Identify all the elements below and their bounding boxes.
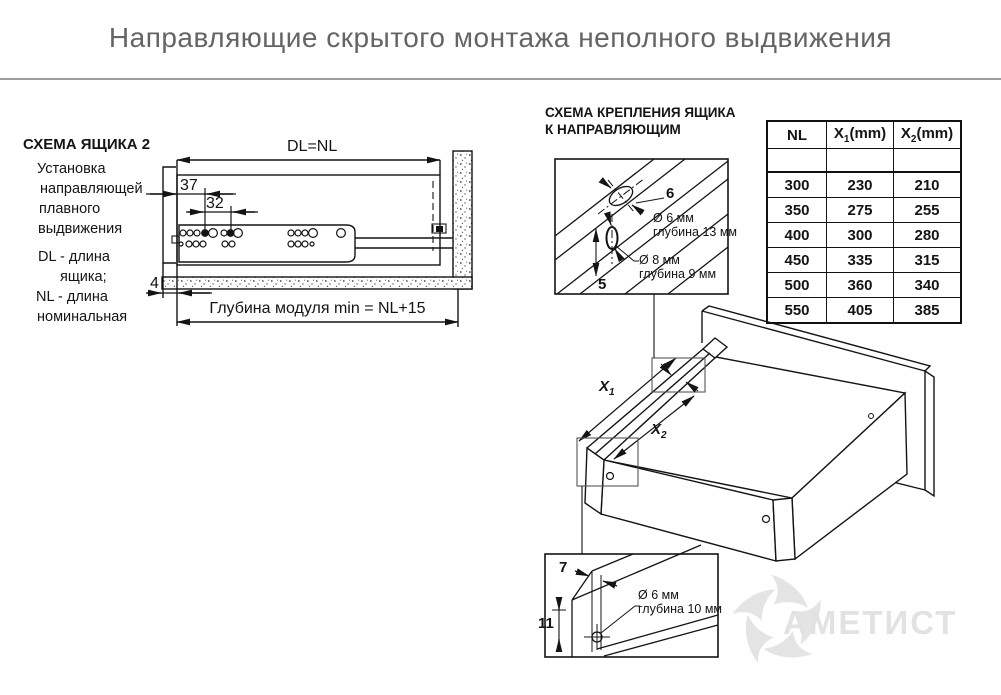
- mounting-heading-line2: К НАПРАВЛЯЮЩИМ: [545, 122, 681, 137]
- mounting-detail-drawing: [554, 158, 729, 358]
- table-cell: [893, 148, 962, 173]
- hole1-diameter-label: Ø 6 мм: [653, 211, 694, 225]
- x2-sub: 2: [661, 430, 667, 441]
- x1-sub: 1: [609, 387, 615, 398]
- table-cell: 280: [893, 222, 962, 248]
- table-cell: 300: [766, 171, 827, 198]
- table-cell: 400: [766, 222, 827, 248]
- dim-32: 32: [206, 195, 224, 212]
- table-row: 500 360 340: [766, 272, 962, 298]
- drawer-3d-drawing: [576, 305, 935, 562]
- left-note-line: плавного: [39, 201, 101, 217]
- mounting-section-heading: СХЕМА КРЕПЛЕНИЯ ЯЩИКА К НАПРАВЛЯЮЩИМ: [545, 104, 735, 138]
- dim-4: 4: [150, 275, 159, 292]
- table-header-row: NL X1(mm) X2(mm): [766, 120, 962, 149]
- dim-7: 7: [559, 559, 568, 576]
- module-depth-note: Глубина модуля min = NL+15: [209, 300, 426, 317]
- table-row: 450 335 315: [766, 247, 962, 273]
- x1-base: X: [599, 378, 610, 395]
- dim-x1-label: X1: [599, 378, 615, 398]
- table-cell: 360: [826, 272, 894, 298]
- table-cell: 350: [766, 197, 827, 223]
- dl-legend: DL - длина: [38, 249, 110, 265]
- hole2-depth-label: глубина 9 мм: [639, 267, 717, 281]
- left-note-line: Установка: [37, 161, 106, 177]
- table-cell: 550: [766, 297, 827, 324]
- table-cell: 500: [766, 272, 827, 298]
- dim-11: 11: [538, 615, 554, 632]
- bottom-hole-depth-label: глубина 10 мм: [638, 602, 723, 616]
- dim-37: 37: [180, 177, 198, 194]
- dim-dl-nl: DL=NL: [287, 138, 338, 155]
- table-cell: 255: [893, 197, 962, 223]
- hole1-depth-label: глубина 13 мм: [653, 225, 738, 239]
- bottom-hole-diameter-label: Ø 6 мм: [638, 588, 679, 602]
- mounting-heading-line1: СХЕМА КРЕПЛЕНИЯ ЯЩИКА: [545, 105, 736, 120]
- table-row: 550 405 385: [766, 297, 962, 324]
- table-cell: 335: [826, 247, 894, 273]
- table-cell: 230: [826, 171, 894, 198]
- page-title: Направляющие скрытого монтажа неполного …: [108, 22, 893, 53]
- table-cell: 340: [893, 272, 962, 298]
- hole2-diameter-label: Ø 8 мм: [639, 253, 680, 267]
- x2-base: X: [651, 421, 662, 438]
- table-cell: 210: [893, 171, 962, 198]
- drawer-side-diagram: [146, 150, 473, 327]
- table-cell: [826, 148, 894, 173]
- table-cell: [766, 148, 827, 173]
- dim-6: 6: [666, 185, 675, 202]
- left-section-heading: СХЕМА ЯЩИКА 2: [23, 136, 151, 153]
- x2-header-unit: (mm): [916, 125, 954, 142]
- x2-header-sub: 2: [910, 134, 917, 145]
- table-cell: 450: [766, 247, 827, 273]
- table-cell: 385: [893, 297, 962, 324]
- table-row: 300 230 210: [766, 171, 962, 198]
- table-cell: 315: [893, 247, 962, 273]
- table-row: 400 300 280: [766, 222, 962, 248]
- x1-header-unit: (mm): [849, 125, 887, 142]
- table-cell: 405: [826, 297, 894, 324]
- dim-5: 5: [598, 276, 607, 293]
- dim-x2-label: X2: [651, 421, 667, 441]
- watermark-text: АМЕТИСТ: [783, 604, 957, 641]
- x1-header-sub: 1: [843, 134, 850, 145]
- nl-legend: NL - длина: [36, 289, 108, 305]
- left-note-line: направляющей: [40, 181, 143, 197]
- nl-legend-2: номинальная: [37, 309, 128, 325]
- table-blank-row: [766, 148, 962, 173]
- table-cell: 300: [826, 222, 894, 248]
- x1-header-base: X: [833, 125, 844, 142]
- title-divider: [0, 78, 1001, 80]
- table-cell: 275: [826, 197, 894, 223]
- col-header-x2: X2(mm): [893, 120, 962, 149]
- table-row: 350 275 255: [766, 197, 962, 223]
- col-header-x1: X1(mm): [826, 120, 894, 149]
- dimension-table: NL X1(mm) X2(mm) 300 230 210 350 275 255…: [766, 120, 962, 324]
- col-header-nl: NL: [766, 120, 827, 149]
- x2-header-base: X: [900, 125, 911, 142]
- left-note-line: выдвижения: [38, 221, 123, 237]
- dl-legend-2: ящика;: [60, 269, 107, 285]
- bottom-corner-detail-drawing: [544, 544, 719, 658]
- watermark-logo: АМЕТИСТ: [732, 574, 957, 664]
